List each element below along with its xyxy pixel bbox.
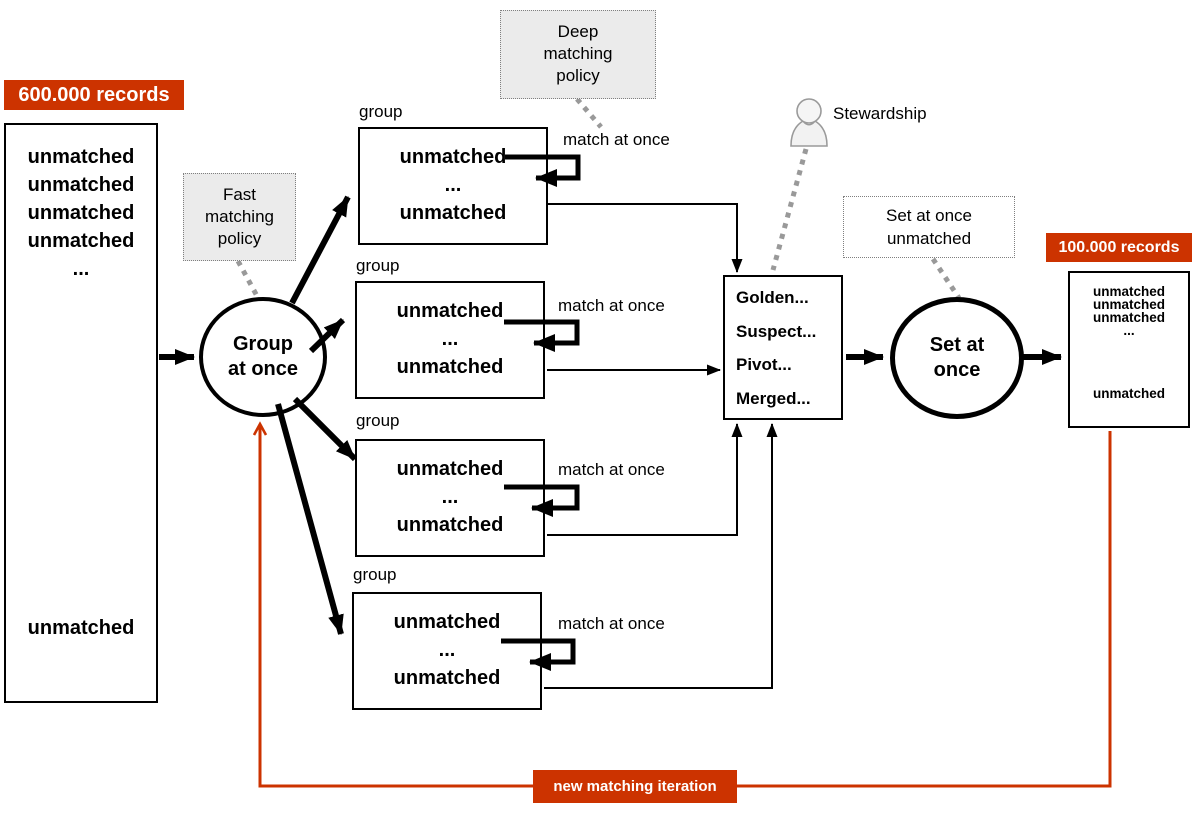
group4-loop-label: match at once: [558, 614, 665, 633]
group-at-once-node: Group at once: [199, 297, 327, 417]
result-records-box: unmatched unmatched unmatched ... unmatc…: [1068, 271, 1190, 428]
group1-loop-label: match at once: [563, 130, 670, 149]
fast-matching-policy-note: Fast matching policy: [183, 173, 296, 261]
master-records-box: Golden... Suspect... Pivot... Merged...: [723, 275, 843, 420]
group1-rows: unmatched ... unmatched: [399, 146, 507, 224]
group2-box: unmatched ... unmatched: [355, 281, 545, 399]
group3-loop-label: match at once: [558, 460, 665, 479]
group3-title: group: [356, 411, 400, 430]
set-at-once-node: Set at once: [890, 297, 1024, 419]
source-records-box: unmatched unmatched unmatched unmatched …: [4, 123, 158, 703]
stewardship-label: Stewardship: [833, 104, 927, 123]
source-banner: 600.000 records: [4, 80, 184, 110]
group1-title: group: [359, 102, 403, 121]
group3-box: unmatched ... unmatched: [355, 439, 545, 557]
group2-rows: unmatched ... unmatched: [396, 300, 504, 378]
group3-rows: unmatched ... unmatched: [396, 458, 504, 536]
result-rows: unmatched unmatched unmatched ...: [1092, 284, 1165, 338]
group4-title: group: [353, 565, 397, 584]
group2-title: group: [356, 256, 400, 275]
group4-box: unmatched ... unmatched: [352, 592, 542, 710]
deep-matching-policy-note: Deep matching policy: [500, 10, 656, 99]
source-bottom-row: unmatched: [27, 617, 135, 639]
source-rows: unmatched unmatched unmatched unmatched …: [27, 146, 135, 280]
group1-box: unmatched ... unmatched: [358, 127, 548, 245]
result-banner: 100.000 records: [1046, 233, 1192, 262]
group2-loop-label: match at once: [558, 296, 665, 315]
group4-rows: unmatched ... unmatched: [393, 611, 501, 689]
iteration-banner: new matching iteration: [533, 770, 737, 803]
result-bottom-row: unmatched: [1092, 386, 1165, 401]
set-at-once-policy-note: Set at once unmatched: [843, 196, 1015, 258]
